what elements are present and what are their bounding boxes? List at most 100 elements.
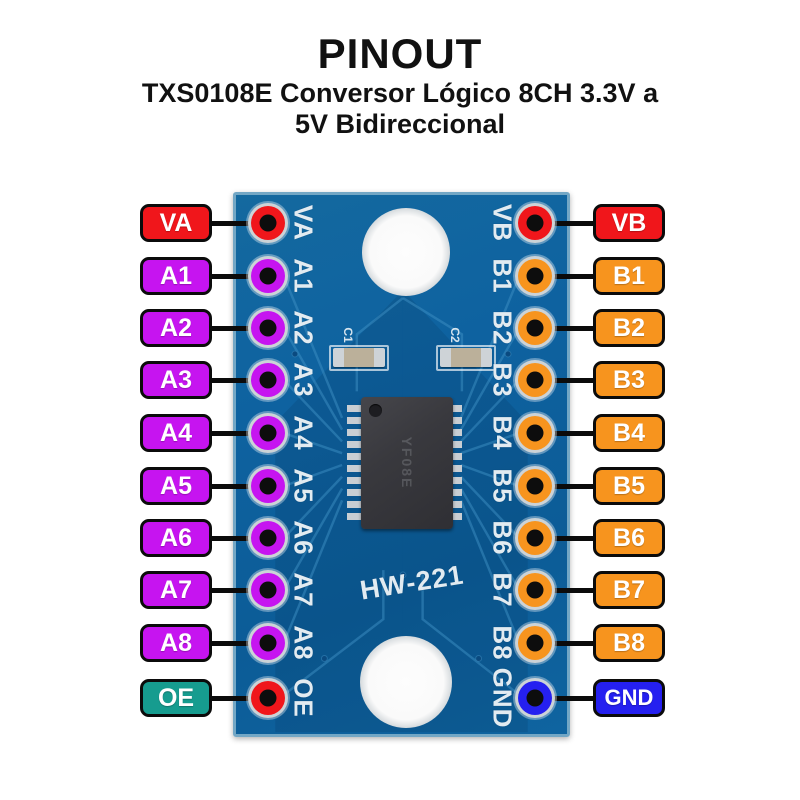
pin-hole-a1 — [251, 259, 285, 293]
connector-line-vb — [533, 221, 595, 226]
connector-line-va — [208, 221, 270, 226]
connector-line-b2 — [533, 326, 595, 331]
pin-row-b6: B6 — [0, 519, 800, 557]
pin-label-a7-text: A7 — [160, 575, 192, 604]
connector-line-b3 — [533, 378, 595, 383]
pin-label-b8-text: B8 — [613, 628, 645, 657]
pin-label-va-text: VA — [159, 208, 193, 237]
pin-label-a8-text: A8 — [160, 628, 192, 657]
pin-label-b2: B2 — [593, 309, 665, 347]
pin-hole-b4 — [518, 416, 552, 450]
pin-label-a3: A3 — [140, 361, 212, 399]
connector-line-a2 — [208, 326, 270, 331]
pin-label-b8: B8 — [593, 624, 665, 662]
pin-label-a4-text: A4 — [160, 418, 192, 447]
pin-label-a2: A2 — [140, 309, 212, 347]
pin-label-gnd-text: GND — [604, 685, 654, 710]
pin-label-a3-text: A3 — [160, 365, 192, 394]
pin-hole-oe — [251, 681, 285, 715]
pin-hole-b8 — [518, 626, 552, 660]
pin-label-a1: A1 — [140, 257, 212, 295]
pin-label-b6: B6 — [593, 519, 665, 557]
chip-txs0108e: YF08E — [361, 397, 453, 529]
pin-label-b1-text: B1 — [613, 261, 645, 290]
pin-label-va: VA — [140, 204, 212, 242]
capacitor-c1 — [333, 348, 385, 367]
pin-label-oe: OE — [140, 679, 212, 717]
pin-hole-b5 — [518, 469, 552, 503]
pin-hole-vb — [518, 206, 552, 240]
connector-line-b5 — [533, 484, 595, 489]
pin-row-a7: A7 — [0, 571, 800, 609]
connector-line-a6 — [208, 536, 270, 541]
cap1-silkscreen-outline — [329, 345, 389, 371]
pin-hole-a8 — [251, 626, 285, 660]
pin-row-a6: A6 — [0, 519, 800, 557]
pin-label-a6-text: A6 — [160, 523, 192, 552]
connector-line-b6 — [533, 536, 595, 541]
pin-label-a7: A7 — [140, 571, 212, 609]
pin-hole-a7 — [251, 573, 285, 607]
pin-hole-va — [251, 206, 285, 240]
pin-row-b5: B5 — [0, 467, 800, 505]
pin-row-b3: B3 — [0, 361, 800, 399]
pin-row-vb: VB — [0, 204, 800, 242]
pin-label-b3-text: B3 — [613, 365, 645, 394]
pin-row-b4: B4 — [0, 414, 800, 452]
pin-row-a8: A8 — [0, 624, 800, 662]
pin-row-a1: A1 — [0, 257, 800, 295]
pin-label-b7-text: B7 — [613, 575, 645, 604]
pin-label-oe-text: OE — [157, 683, 195, 712]
pin-label-b4-text: B4 — [613, 418, 645, 447]
capacitor-c2 — [440, 348, 492, 367]
page-title: PINOUT — [317, 30, 483, 77]
pin-label-b1: B1 — [593, 257, 665, 295]
pin-label-a6: A6 — [140, 519, 212, 557]
pin-hole-a4 — [251, 416, 285, 450]
pin-label-a5-text: A5 — [160, 471, 192, 500]
pin-row-a5: A5 — [0, 467, 800, 505]
pin-label-b7: B7 — [593, 571, 665, 609]
connector-line-b4 — [533, 431, 595, 436]
pin-row-b8: B8 — [0, 624, 800, 662]
pin-row-b2: B2 — [0, 309, 800, 347]
pin-label-a1-text: A1 — [160, 261, 192, 290]
pin-label-vb: VB — [593, 204, 665, 242]
pin-label-gnd: GND — [593, 679, 665, 717]
connector-line-oe — [208, 696, 270, 701]
page-subtitle: TXS0108E Conversor Lógico 8CH 3.3V a 5V … — [0, 78, 800, 140]
pin-row-b7: B7 — [0, 571, 800, 609]
pin-hole-b6 — [518, 521, 552, 555]
pin-row-a3: A3 — [0, 361, 800, 399]
page-subtitle-line2: 5V Bidireccional — [294, 109, 506, 139]
pin-label-b3: B3 — [593, 361, 665, 399]
connector-line-b1 — [533, 274, 595, 279]
pin-label-vb-text: VB — [611, 208, 647, 237]
chip-pin1-dot — [369, 404, 382, 417]
pin-label-a4: A4 — [140, 414, 212, 452]
pin-row-a4: A4 — [0, 414, 800, 452]
connector-line-a5 — [208, 484, 270, 489]
mounting-hole-bottom — [360, 636, 452, 728]
pcb-board: C1 C2 YF08E — [233, 192, 570, 737]
pin-row-a2: A2 — [0, 309, 800, 347]
pin-row-b1: B1 — [0, 257, 800, 295]
pin-row-oe: OE — [0, 679, 800, 717]
cap2-silkscreen-outline — [436, 345, 496, 371]
pin-hole-gnd — [518, 681, 552, 715]
pin-hole-b7 — [518, 573, 552, 607]
connector-line-a3 — [208, 378, 270, 383]
pin-hole-a6 — [251, 521, 285, 555]
pin-row-va: VA — [0, 204, 800, 242]
pin-hole-b3 — [518, 363, 552, 397]
pin-label-b5-text: B5 — [613, 471, 645, 500]
pin-label-b4: B4 — [593, 414, 665, 452]
pin-hole-a3 — [251, 363, 285, 397]
pin-label-a5: A5 — [140, 467, 212, 505]
pin-label-a2-text: A2 — [160, 313, 192, 342]
connector-line-a1 — [208, 274, 270, 279]
chip-leads-left — [347, 405, 361, 525]
connector-line-b8 — [533, 641, 595, 646]
pin-hole-a5 — [251, 469, 285, 503]
